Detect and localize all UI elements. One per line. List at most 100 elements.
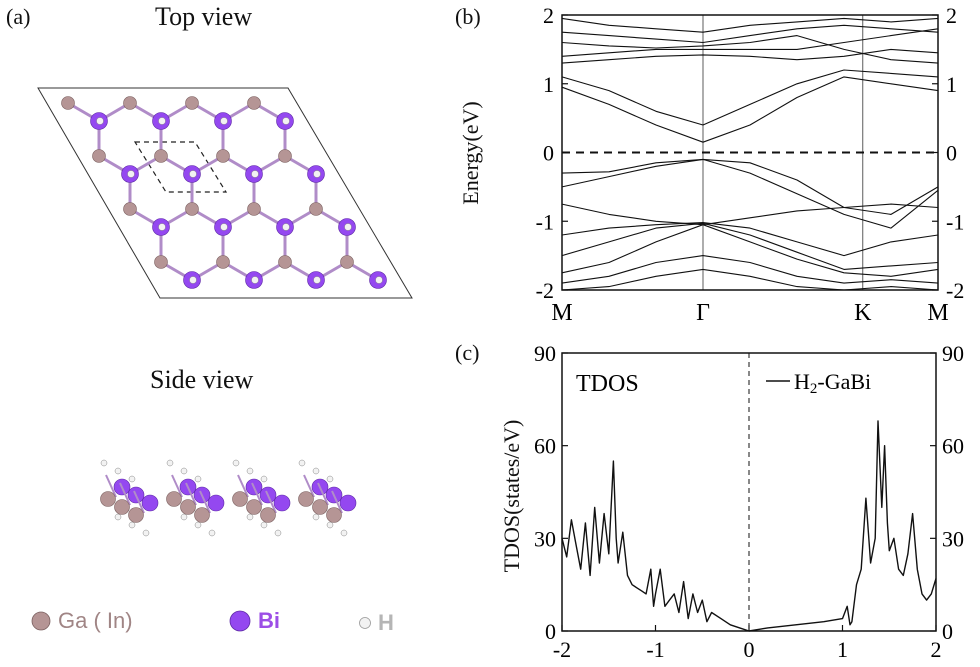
side-bond	[265, 490, 277, 514]
h-atom	[298, 459, 306, 467]
h-atom	[246, 513, 254, 521]
h-atom	[260, 521, 268, 529]
h-atom	[326, 475, 334, 483]
tdos-ytick-label-left: 30	[534, 526, 556, 551]
tdos-xtick-label: 1	[837, 637, 848, 662]
ga-atom	[166, 491, 182, 507]
legend-bi: Bi	[228, 608, 280, 634]
ga-atom	[340, 255, 354, 269]
h-atom	[282, 223, 290, 231]
band-line	[561, 158, 939, 229]
bi-atom	[207, 494, 225, 512]
kpoint-label: Γ	[696, 300, 710, 326]
h-atom	[114, 467, 122, 475]
h-atom	[128, 521, 136, 529]
h-atom	[142, 529, 150, 537]
h-atom-icon	[359, 617, 371, 629]
ga-atom	[309, 202, 323, 216]
panel-b-label: (b)	[455, 4, 481, 29]
band-line	[561, 268, 939, 291]
h-atom	[282, 117, 290, 125]
tdos-ytick-label-left: 0	[545, 619, 556, 644]
side-bond	[133, 490, 145, 514]
h-atom	[251, 276, 259, 284]
top-view-title: Top view	[155, 2, 253, 31]
h-atom	[260, 475, 268, 483]
ga-atom	[216, 255, 230, 269]
h-atom	[180, 513, 188, 521]
ga-atom	[326, 507, 342, 523]
tdos-ytick-label-left: 90	[534, 341, 556, 366]
h-atom	[128, 475, 136, 483]
ga-atom	[180, 499, 196, 515]
band-line	[561, 48, 939, 64]
side-bond	[105, 474, 117, 498]
ga-atom-icon	[31, 611, 51, 631]
tdos-legend-label: H2-GaBi	[794, 369, 871, 397]
panel-a-label: (a)	[6, 4, 31, 29]
h-atom	[274, 529, 282, 537]
ga-atom	[246, 499, 262, 515]
side-bond	[251, 482, 263, 506]
h-atom	[375, 276, 383, 284]
tdos-xtick-label: -1	[646, 637, 664, 662]
h-atom	[100, 459, 108, 467]
h-atom	[158, 223, 166, 231]
h-atom	[158, 117, 166, 125]
legend-ga: Ga ( In)	[30, 608, 133, 634]
h-atom	[189, 276, 197, 284]
band-ytick-label-right: -1	[946, 209, 964, 234]
ga-atom	[298, 491, 314, 507]
band-line	[561, 224, 939, 277]
h-atom	[166, 459, 174, 467]
ga-atom	[185, 202, 199, 216]
tdos-annotation: TDOS	[576, 371, 639, 397]
ga-atom	[260, 507, 276, 523]
bi-atom	[339, 494, 357, 512]
h-atom	[312, 513, 320, 521]
band-ytick-label-left: -2	[536, 278, 554, 303]
kpoint-label: K	[854, 300, 872, 326]
band-line	[561, 255, 939, 284]
ga-atom	[232, 491, 248, 507]
ga-atom	[128, 507, 144, 523]
side-bond	[317, 482, 329, 506]
ga-atom	[154, 255, 168, 269]
side-view-title: Side view	[150, 365, 254, 394]
ga-atom	[114, 499, 130, 515]
ga-atom	[100, 491, 116, 507]
band-ytick-label-right: 2	[946, 3, 957, 28]
band-line	[561, 222, 939, 270]
band-ytick-label-left: 2	[543, 3, 554, 28]
band-ylabel: Energy(eV)	[458, 101, 483, 205]
ga-atom	[123, 202, 137, 216]
h-atom	[96, 117, 104, 125]
side-bond	[119, 482, 131, 506]
h-atom	[127, 170, 135, 178]
ga-atom	[123, 96, 137, 110]
tdos-ytick-label-right: 0	[942, 619, 953, 644]
h-atom	[180, 467, 188, 475]
h-atom	[312, 467, 320, 475]
legend-ga-label: Ga ( In)	[58, 608, 133, 633]
band-line	[561, 24, 939, 44]
h-atom	[326, 521, 334, 529]
h-atom	[344, 223, 352, 231]
top-view-structure	[37, 87, 413, 299]
band-line	[561, 28, 939, 57]
band-line	[561, 203, 939, 226]
h-atom	[313, 276, 321, 284]
side-bond	[171, 474, 183, 498]
h-atom	[340, 529, 348, 537]
ga-atom	[247, 202, 261, 216]
legend-h-label: H	[378, 610, 394, 635]
tdos-xtick-label: -2	[553, 637, 571, 662]
side-bond	[303, 474, 315, 498]
kpoint-label: M	[927, 300, 948, 326]
band-ytick-label-left: -1	[536, 209, 554, 234]
h-atom	[220, 223, 228, 231]
h-atom	[114, 513, 122, 521]
legend-h: H	[358, 610, 394, 636]
